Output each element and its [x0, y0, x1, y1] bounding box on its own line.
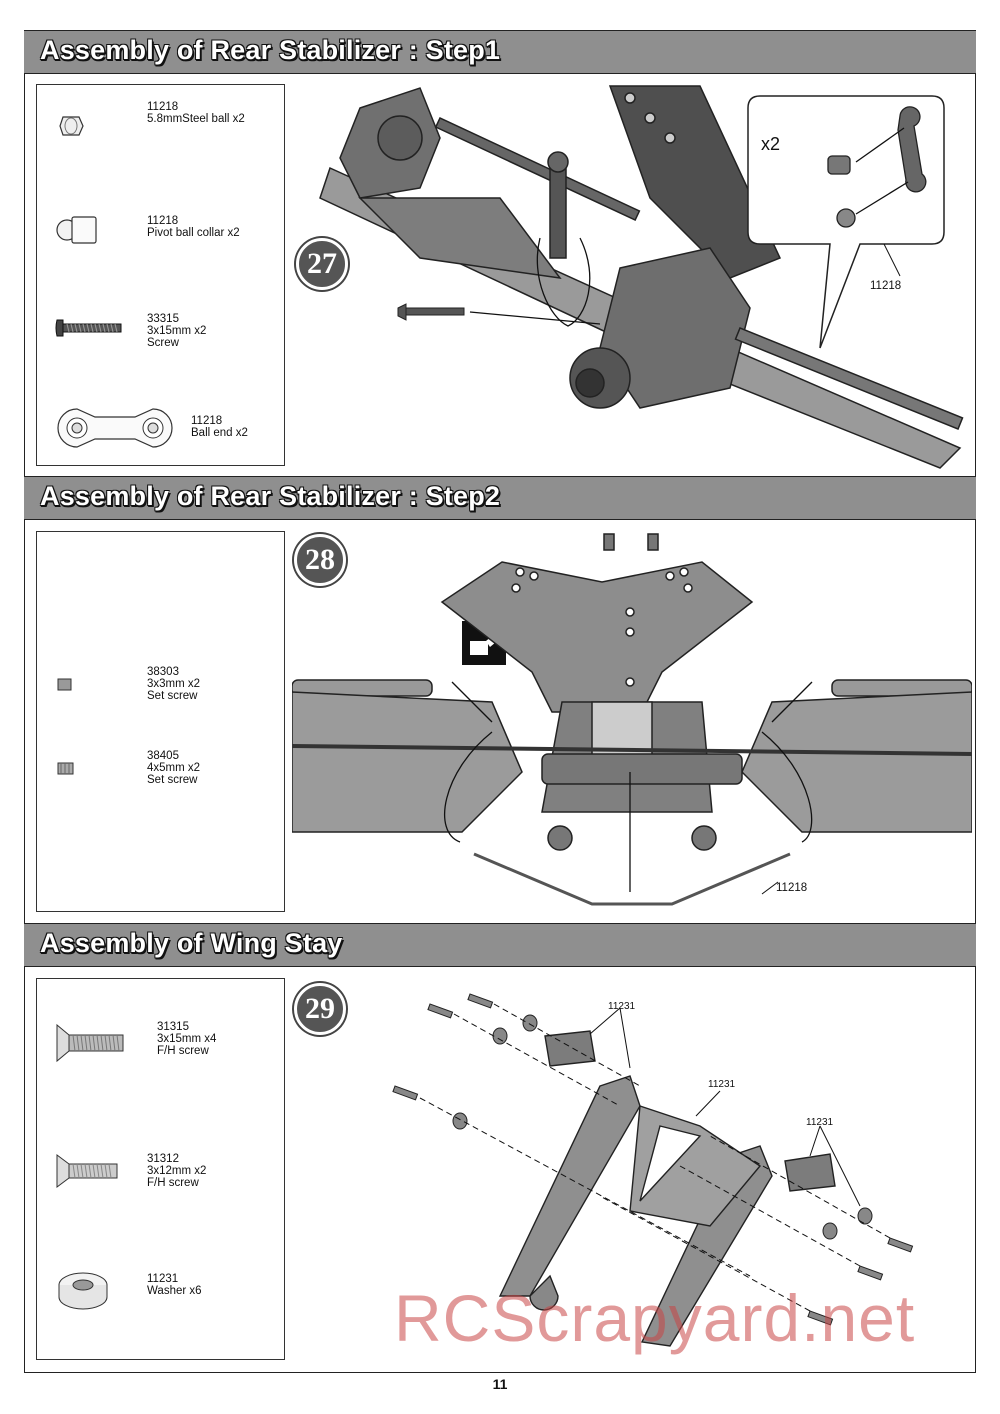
- part-callout: 11218: [776, 882, 808, 894]
- section-header: Assembly of Rear Stabilizer : Step1: [24, 30, 976, 74]
- set-screw-icon: [57, 762, 74, 775]
- set-screw-icon: [57, 678, 72, 691]
- ball-end-icon: [57, 408, 173, 448]
- quantity-label: x2: [761, 134, 781, 154]
- ball-collar-icon: [56, 216, 97, 244]
- part-callout: 11218: [870, 280, 902, 292]
- section-header: Assembly of Rear Stabilizer : Step2: [24, 476, 976, 520]
- step-number-badge: 28: [294, 534, 346, 586]
- page-number: 11: [492, 1376, 508, 1392]
- watermark: RCScrapyard.net: [394, 1281, 916, 1355]
- part-callout: 11231: [608, 1001, 636, 1012]
- section-title: Assembly of Wing Stay: [40, 928, 343, 958]
- flat-head-screw-icon: [56, 1154, 118, 1188]
- step-number-badge: 29: [294, 983, 346, 1035]
- step-number-badge: 27: [296, 238, 348, 290]
- washer-icon: [58, 1272, 108, 1310]
- part-callout: 11231: [708, 1079, 736, 1090]
- rear-stabilizer-step2-diagram: [292, 533, 972, 906]
- section-title: Assembly of Rear Stabilizer : Step2: [40, 481, 501, 511]
- wing-stay-diagram: [392, 993, 914, 1347]
- part-callout: 11231: [806, 1117, 834, 1128]
- section-title: Assembly of Rear Stabilizer : Step1: [40, 35, 501, 65]
- rear-stabilizer-step1-diagram: [319, 85, 964, 469]
- section-header: Assembly of Wing Stay: [24, 923, 976, 967]
- screw-icon: [55, 319, 122, 337]
- steel-ball-icon: [59, 116, 84, 136]
- flat-head-screw-icon: [56, 1023, 124, 1063]
